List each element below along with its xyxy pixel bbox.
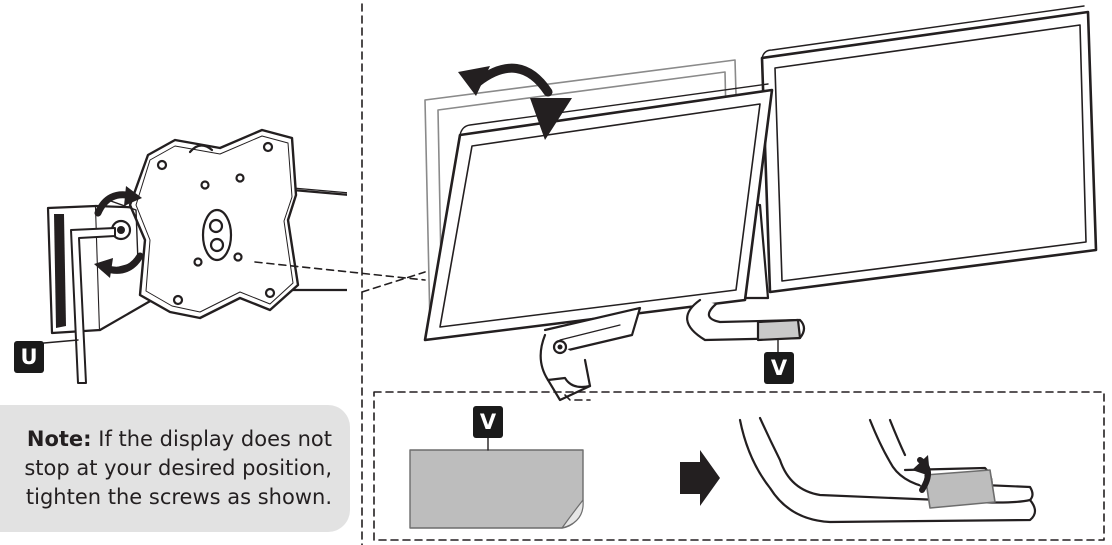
next-step-arrow-icon	[680, 450, 720, 506]
gas-spring-arm	[539, 306, 642, 402]
dual-monitor-assembly	[423, 5, 1098, 402]
note-heading: Note:	[26, 427, 92, 451]
cable-wrap-detail	[373, 391, 1105, 541]
vesa-plate-detail	[43, 128, 353, 384]
vesa-plate	[128, 128, 300, 320]
note-callout: Note: If the display does not stop at yo…	[0, 405, 350, 532]
part-label-u: U	[14, 341, 44, 373]
rotate-arrow-icon	[94, 186, 144, 278]
tilt-arrow-icon	[458, 63, 572, 140]
zoom-lines	[254, 3, 426, 545]
part-label-v-top: V	[764, 352, 794, 384]
cable-clip	[686, 298, 806, 356]
left-monitor	[423, 83, 774, 342]
right-monitor	[760, 5, 1098, 294]
hex-key-icon	[70, 227, 116, 384]
part-label-v-detail: V	[473, 406, 503, 438]
cable-wrap-clip	[738, 416, 1037, 524]
sticker-peel-icon	[409, 437, 584, 529]
note-body: If the display does not stop at your des…	[24, 427, 332, 509]
